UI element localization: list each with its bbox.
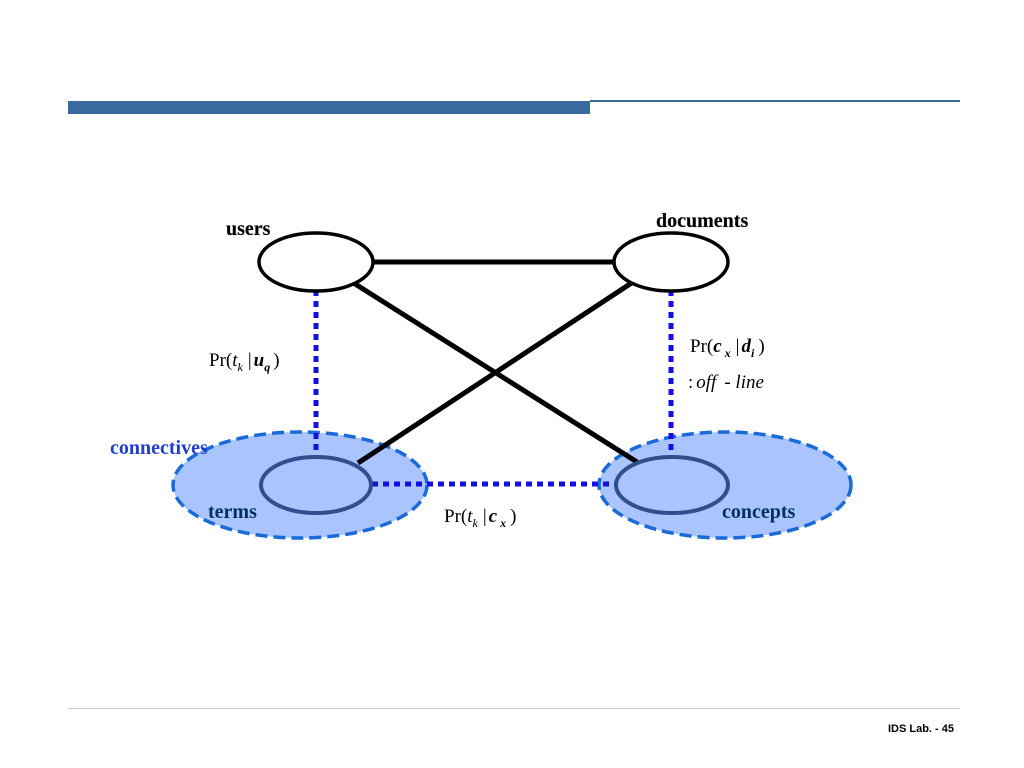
header-bar-thick: [68, 101, 590, 114]
concepts-label: concepts: [722, 501, 796, 523]
term-given-user-formula: Pr(tk|uq): [209, 350, 280, 374]
header-bar-thin: [590, 100, 960, 102]
users-node: [257, 231, 375, 293]
concepts-node: [614, 455, 730, 515]
documents-terms-edge: [356, 279, 635, 466]
documents-label: documents: [656, 210, 748, 232]
documents-node: [612, 231, 730, 293]
footer-label: IDS Lab. - 45: [887, 723, 954, 735]
terms-node: [259, 455, 373, 515]
users-label: users: [226, 218, 271, 240]
terms-label: terms: [208, 501, 257, 523]
footer-rule: [68, 708, 960, 709]
offline-note: :off- line: [688, 372, 764, 393]
connectives-label: connectives: [110, 437, 208, 459]
